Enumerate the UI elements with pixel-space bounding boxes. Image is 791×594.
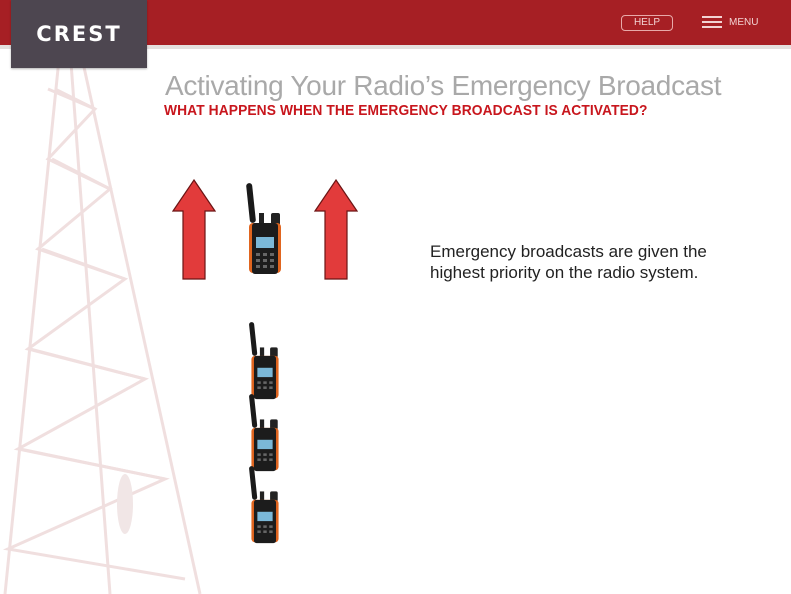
crest-logo[interactable]: CREST [11,0,147,68]
radio-icon [249,466,279,544]
radio-icon [249,394,279,472]
menu-label: MENU [729,16,759,28]
radio-icon [246,183,281,274]
hamburger-icon [702,16,722,28]
radio-tower-background [2,49,202,594]
header-divider [0,45,791,49]
page-subtitle: WHAT HAPPENS WHEN THE EMERGENCY BROADCAS… [164,102,648,119]
up-arrow-icon [172,179,216,280]
radio-icon [249,322,279,400]
page-title: Activating Your Radio’s Emergency Broadc… [165,70,722,101]
up-arrow-icon [314,179,358,280]
help-button[interactable]: HELP [621,15,673,31]
menu-button[interactable]: MENU [702,16,758,28]
body-text: Emergency broadcasts are given the highe… [430,242,707,282]
